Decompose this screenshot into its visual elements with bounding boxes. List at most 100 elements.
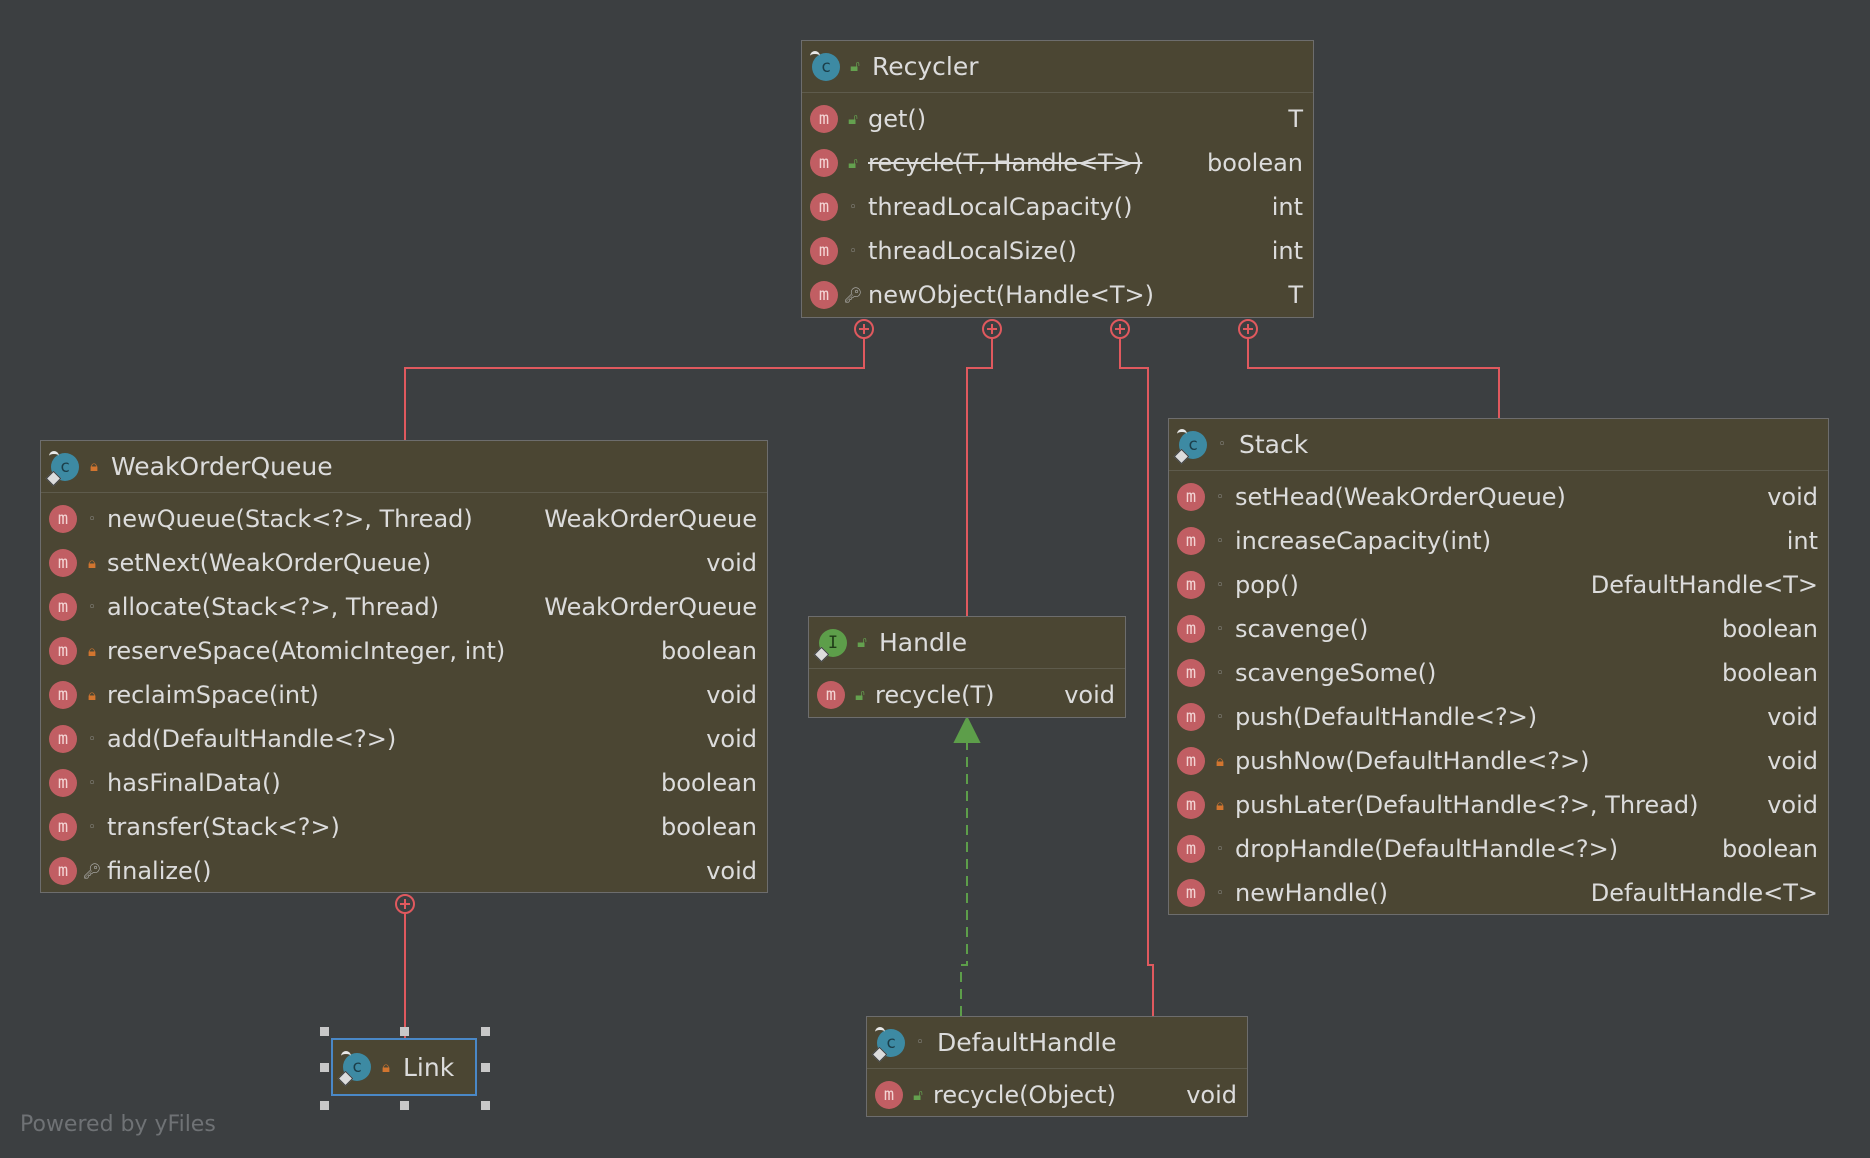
circle-plus-icon — [1110, 319, 1130, 339]
method-row[interactable]: m🔓︎recycle(T, Handle<T>)boolean — [802, 141, 1313, 185]
circle-icon: ◦ — [1216, 577, 1224, 593]
method-row[interactable]: m🔓︎get()T — [802, 97, 1313, 141]
hollow-triangle-arrow-icon — [953, 715, 981, 743]
method-icon: m — [49, 681, 77, 709]
resize-handle-ne[interactable] — [481, 1027, 490, 1036]
method-icon: m — [875, 1081, 903, 1109]
lock-icon: 🔒︎ — [88, 553, 96, 572]
method-row[interactable]: m◦scavengeSome()boolean — [1169, 651, 1828, 695]
resize-handle-e[interactable] — [481, 1063, 490, 1072]
return-type: void — [706, 725, 757, 753]
method-name: setHead(WeakOrderQueue) — [1235, 483, 1566, 511]
method-icon: m — [810, 281, 838, 309]
method-list: m🔓︎recycle(Object)void — [867, 1069, 1247, 1117]
method-name: increaseCapacity(int) — [1235, 527, 1492, 555]
method-row[interactable]: m🔒︎setNext(WeakOrderQueue)void — [41, 541, 767, 585]
method-row[interactable]: m◦scavenge()boolean — [1169, 607, 1828, 651]
method-icon: m — [1177, 571, 1205, 599]
circle-icon: ◦ — [916, 1035, 924, 1050]
method-row[interactable]: m🔑︎newObject(Handle<T>)T — [802, 273, 1313, 317]
circle-icon: ◦ — [88, 775, 96, 791]
method-list: m🔓︎recycle(T)void — [809, 669, 1125, 717]
method-row[interactable]: m◦newQueue(Stack<?>, Thread)WeakOrderQue… — [41, 497, 767, 541]
unlocked-icon: 🔓︎ — [850, 57, 860, 75]
lock-icon: 🔒︎ — [1216, 751, 1224, 770]
method-icon: m — [1177, 835, 1205, 863]
method-row[interactable]: m◦setHead(WeakOrderQueue)void — [1169, 475, 1828, 519]
method-row[interactable]: m◦dropHandle(DefaultHandle<?>)boolean — [1169, 827, 1828, 871]
return-type: int — [1271, 237, 1303, 265]
return-type: boolean — [1722, 615, 1818, 643]
return-type: void — [1186, 1081, 1237, 1109]
resize-handle-nw[interactable] — [320, 1027, 329, 1036]
method-icon: m — [1177, 483, 1205, 511]
inner-class-edge-weakorderqueue[interactable] — [404, 329, 865, 440]
circle-plus-icon — [395, 894, 415, 914]
class-icon: c — [337, 1051, 371, 1087]
circle-icon: ◦ — [1216, 533, 1224, 549]
method-row[interactable]: m🔒︎reclaimSpace(int)void — [41, 673, 767, 717]
method-row[interactable]: m◦allocate(Stack<?>, Thread)WeakOrderQue… — [41, 585, 767, 629]
node-header: c ◦ Stack — [1169, 419, 1828, 471]
method-row[interactable]: m🔒︎pushLater(DefaultHandle<?>, Thread)vo… — [1169, 783, 1828, 827]
method-row[interactable]: m◦push(DefaultHandle<?>)void — [1169, 695, 1828, 739]
method-row[interactable]: m◦add(DefaultHandle<?>)void — [41, 717, 767, 761]
method-icon: m — [810, 193, 838, 221]
resize-handle-n[interactable] — [400, 1027, 409, 1036]
method-row[interactable]: m🔒︎reserveSpace(AtomicInteger, int)boole… — [41, 629, 767, 673]
method-icon: m — [49, 505, 77, 533]
method-name: pushNow(DefaultHandle<?>) — [1235, 747, 1590, 775]
method-row[interactable]: m◦threadLocalSize()int — [802, 229, 1313, 273]
method-row[interactable]: m◦hasFinalData()boolean — [41, 761, 767, 805]
method-name: pop() — [1235, 571, 1299, 599]
circle-icon: ◦ — [88, 511, 96, 527]
resize-handle-se[interactable] — [481, 1101, 490, 1110]
circle-icon: ◦ — [1216, 665, 1224, 681]
return-type: DefaultHandle<T> — [1590, 571, 1818, 599]
resize-handle-sw[interactable] — [320, 1101, 329, 1110]
circle-icon: ◦ — [849, 199, 857, 215]
class-node-weakorderqueue[interactable]: c 🔒︎ WeakOrderQueue m◦newQueue(Stack<?>,… — [40, 440, 768, 893]
method-row[interactable]: m◦increaseCapacity(int)int — [1169, 519, 1828, 563]
implements-edge-handle[interactable] — [960, 740, 968, 1016]
class-icon: c — [810, 50, 840, 81]
class-icon: c — [1173, 428, 1207, 464]
method-icon: m — [1177, 747, 1205, 775]
method-row[interactable]: m◦threadLocalCapacity()int — [802, 185, 1313, 229]
method-name: threadLocalCapacity() — [868, 193, 1133, 221]
inner-class-edge-handle[interactable] — [966, 329, 993, 616]
return-type: WeakOrderQueue — [544, 593, 757, 621]
interface-node-handle[interactable]: I 🔓︎ Handle m🔓︎recycle(T)void — [808, 616, 1126, 718]
method-row[interactable]: m🔓︎recycle(T)void — [809, 673, 1125, 717]
resize-handle-s[interactable] — [400, 1101, 409, 1110]
method-icon: m — [49, 637, 77, 665]
node-title: Recycler — [872, 52, 979, 81]
return-type: void — [1767, 791, 1818, 819]
method-icon: m — [49, 593, 77, 621]
method-row[interactable]: m🔓︎recycle(Object)void — [867, 1073, 1247, 1117]
lock-icon: 🔒︎ — [90, 457, 98, 475]
method-row[interactable]: m 🔒︎ pushNow(DefaultHandle<?>) void — [1169, 739, 1828, 783]
method-icon: m — [49, 813, 77, 841]
node-title: Link — [403, 1052, 455, 1082]
method-row[interactable]: m🔑︎finalize()void — [41, 849, 767, 893]
resize-handle-w[interactable] — [320, 1063, 329, 1072]
method-name: pushLater(DefaultHandle<?>, Thread) — [1235, 791, 1699, 819]
circle-icon: ◦ — [1216, 885, 1224, 901]
method-row[interactable]: m◦newHandle()DefaultHandle<T> — [1169, 871, 1828, 915]
inner-class-edge-defaulthandle[interactable] — [1119, 329, 1154, 1016]
method-row[interactable]: m◦transfer(Stack<?>)boolean — [41, 805, 767, 849]
class-node-link[interactable]: c 🔒︎ Link — [331, 1038, 477, 1096]
key-icon: 🔑︎ — [843, 285, 863, 304]
class-node-defaulthandle[interactable]: c ◦ DefaultHandle m🔓︎recycle(Object)void — [866, 1016, 1248, 1117]
node-header: I 🔓︎ Handle — [809, 617, 1125, 669]
inner-class-edge-stack[interactable] — [1247, 329, 1500, 418]
method-row[interactable]: m ◦ pop() DefaultHandle<T> — [1169, 563, 1828, 607]
return-type: void — [1767, 483, 1818, 511]
method-icon: m — [810, 105, 838, 133]
return-type: void — [706, 681, 757, 709]
return-type: void — [1767, 747, 1818, 775]
